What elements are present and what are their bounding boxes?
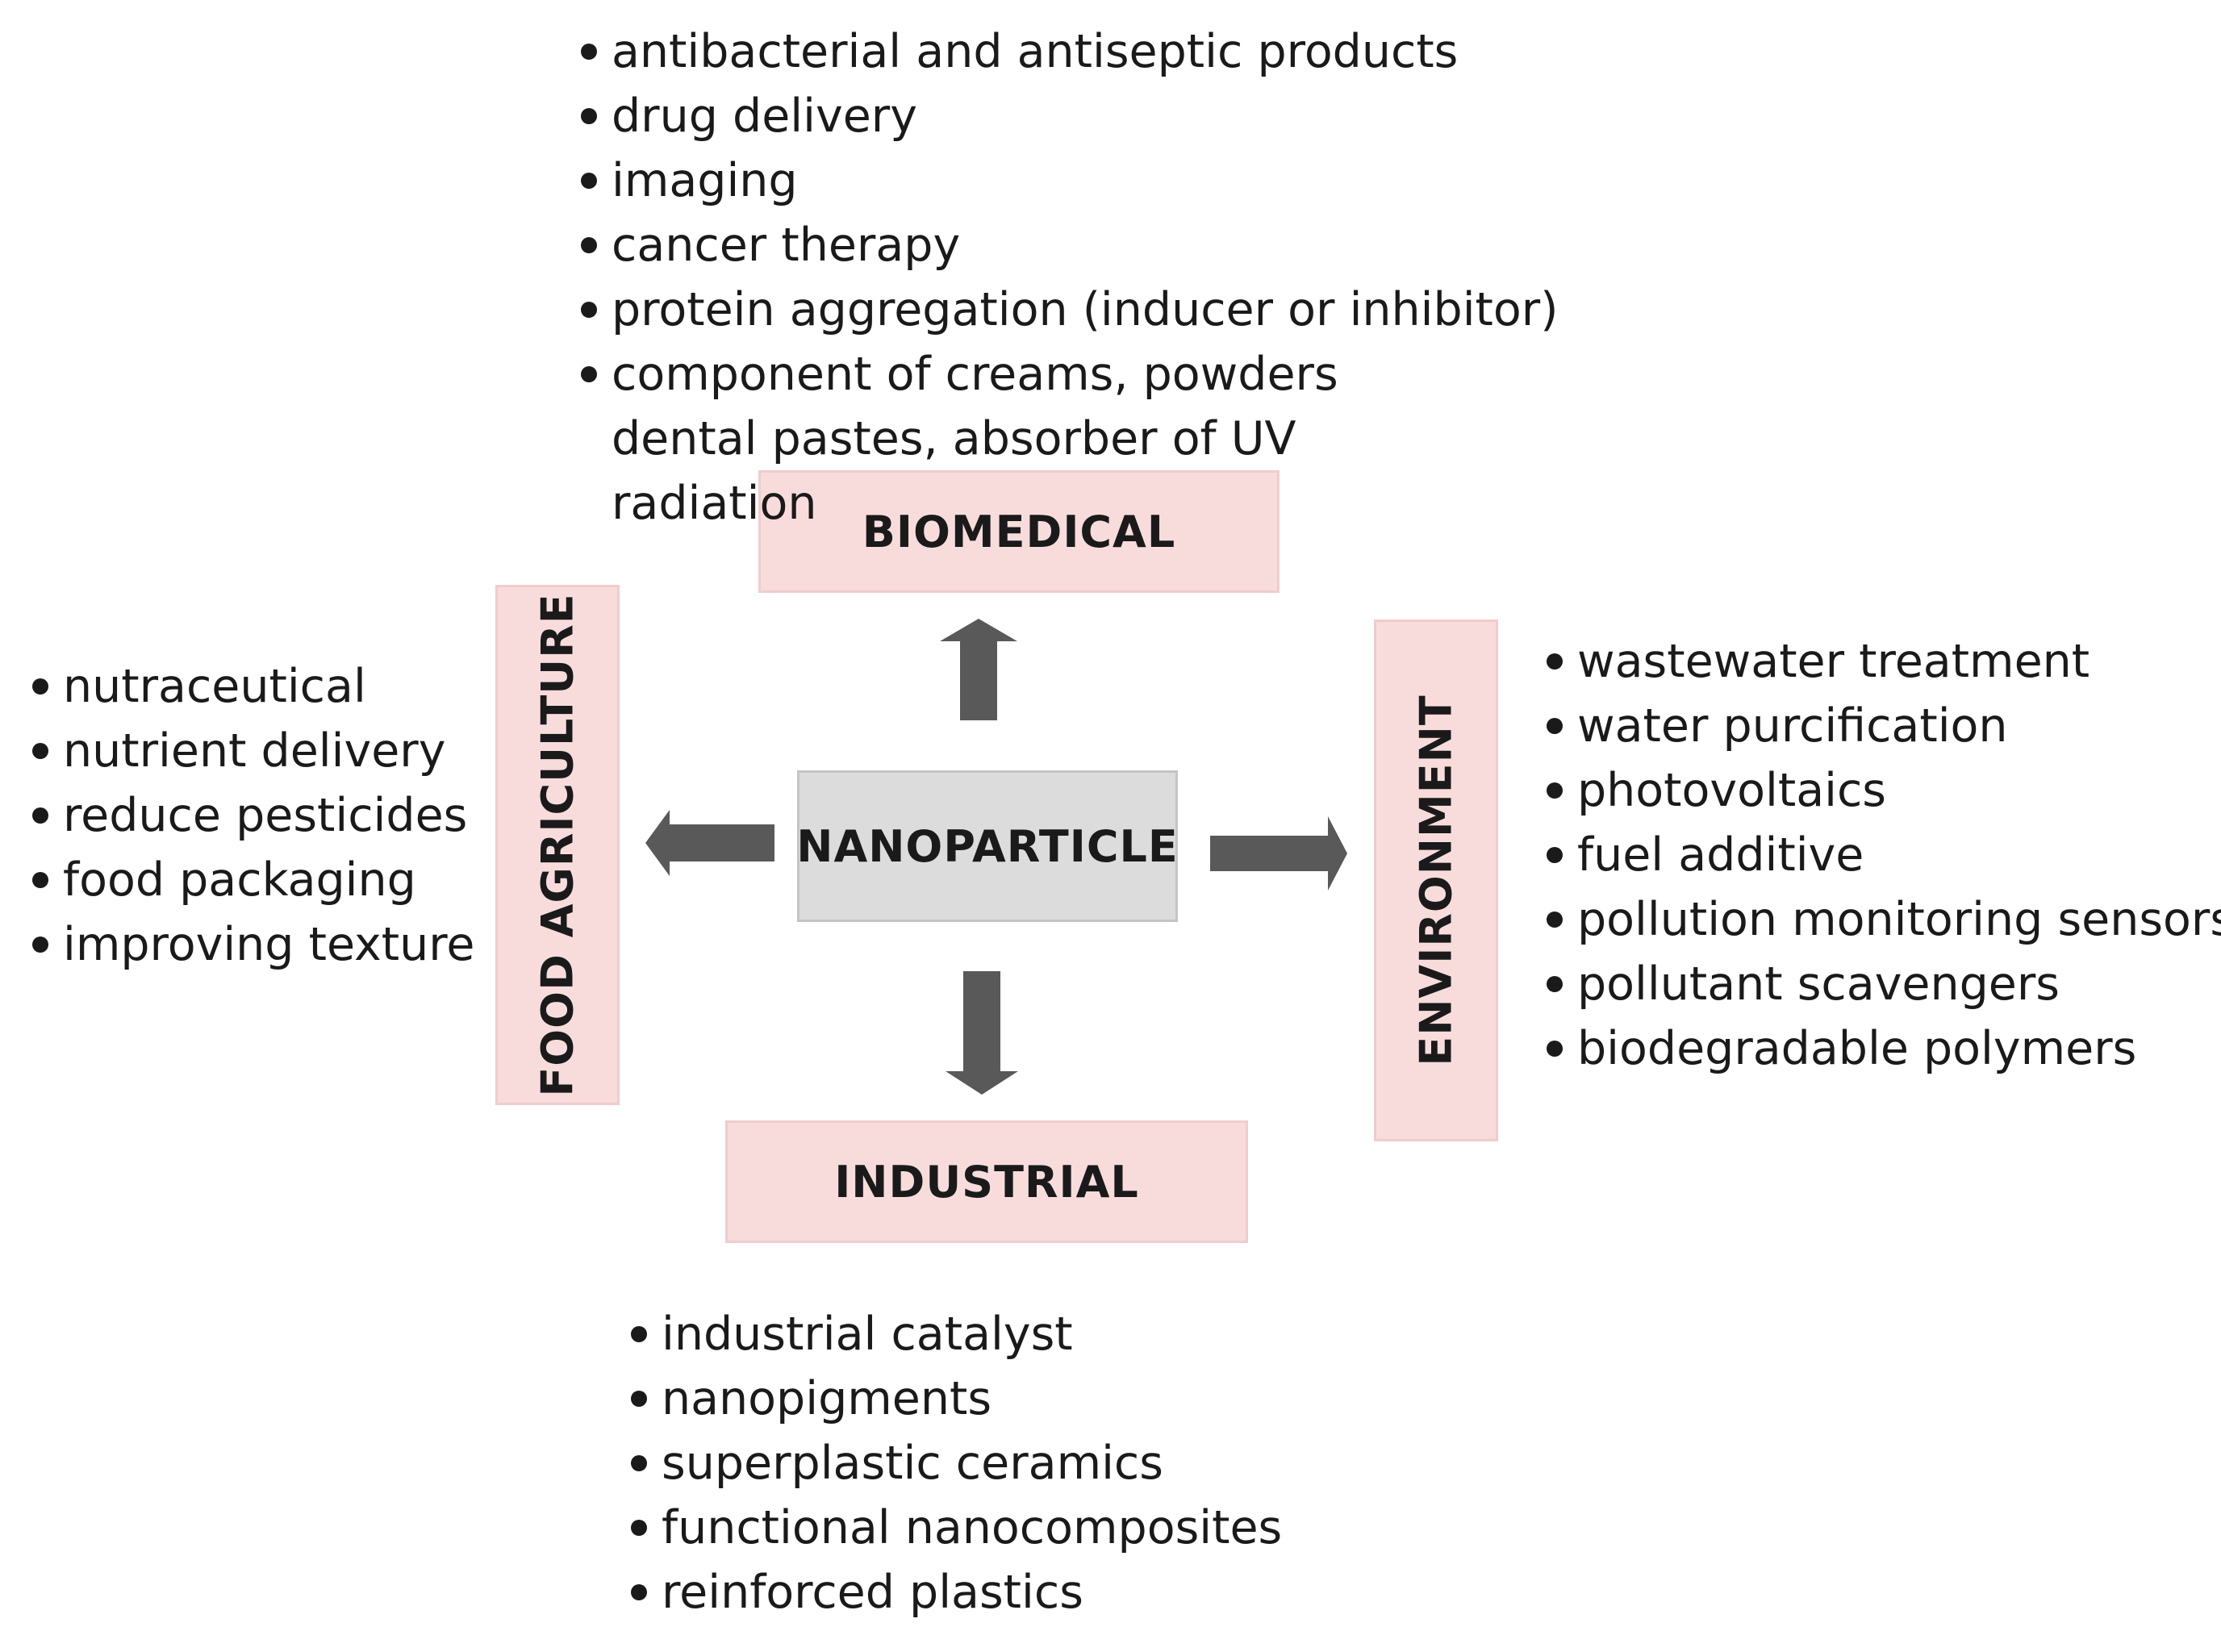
list-item: reduce pesticides — [32, 783, 484, 848]
list-item: pollutant scavengers — [1547, 952, 2208, 1016]
list-item: biodegradable polymers — [1547, 1016, 2208, 1081]
biomedical-label: BIOMEDICAL — [862, 506, 1176, 557]
environment-box: ENVIRONMENT — [1374, 620, 1498, 1141]
food-agriculture-list: nutraceutical nutrient delivery reduce p… — [32, 654, 484, 977]
arrow-down — [946, 971, 1018, 1095]
list-item: protein aggregation (inducer or inhibito… — [581, 277, 1558, 342]
list-item: photovoltaics — [1547, 758, 2208, 823]
list-item: cancer therapy — [581, 213, 1525, 277]
industrial-box: INDUSTRIAL — [725, 1120, 1248, 1243]
biomedical-box: BIOMEDICAL — [758, 470, 1280, 593]
list-item: improving texture — [32, 912, 484, 977]
arrow-right — [1210, 816, 1347, 891]
list-item: wastewater treatment — [1547, 629, 2208, 694]
list-item: component of creams, powders dental past… — [581, 342, 1442, 536]
list-item: water purcification — [1547, 694, 2208, 758]
list-item: imaging — [581, 148, 1525, 213]
environment-list: wastewater treatment water purcification… — [1547, 629, 2221, 1081]
food-agriculture-box: FOOD AGRICULTURE — [495, 585, 620, 1105]
list-item: superplastic ceramics — [631, 1431, 1325, 1496]
list-item: reinforced plastics — [631, 1560, 1325, 1625]
environment-label: ENVIRONMENT — [1410, 695, 1462, 1066]
industrial-label: INDUSTRIAL — [834, 1156, 1139, 1208]
arrow-left — [645, 810, 774, 876]
food-agriculture-label: FOOD AGRICULTURE — [532, 593, 583, 1097]
industrial-list: industrial catalyst nanopigments superpl… — [631, 1302, 1325, 1625]
list-item: nutraceutical — [32, 654, 484, 719]
nanoparticle-label: NANOPARTICLE — [796, 820, 1179, 872]
arrow-up — [940, 619, 1017, 720]
list-item: nutrient delivery — [32, 719, 484, 783]
list-item: pollution monitoring sensors — [1547, 887, 2221, 952]
biomedical-list: antibacterial and antiseptic products dr… — [581, 19, 1558, 536]
list-item: fuel additive — [1547, 823, 2208, 887]
list-item: nanopigments — [631, 1366, 1325, 1431]
nanoparticle-box: NANOPARTICLE — [796, 770, 1179, 922]
list-item: food packaging — [32, 848, 484, 912]
list-item: drug delivery — [581, 84, 1525, 148]
list-item: industrial catalyst — [631, 1302, 1325, 1366]
list-item: antibacterial and antiseptic products — [581, 19, 1525, 84]
list-item: functional nanocomposites — [631, 1496, 1325, 1560]
